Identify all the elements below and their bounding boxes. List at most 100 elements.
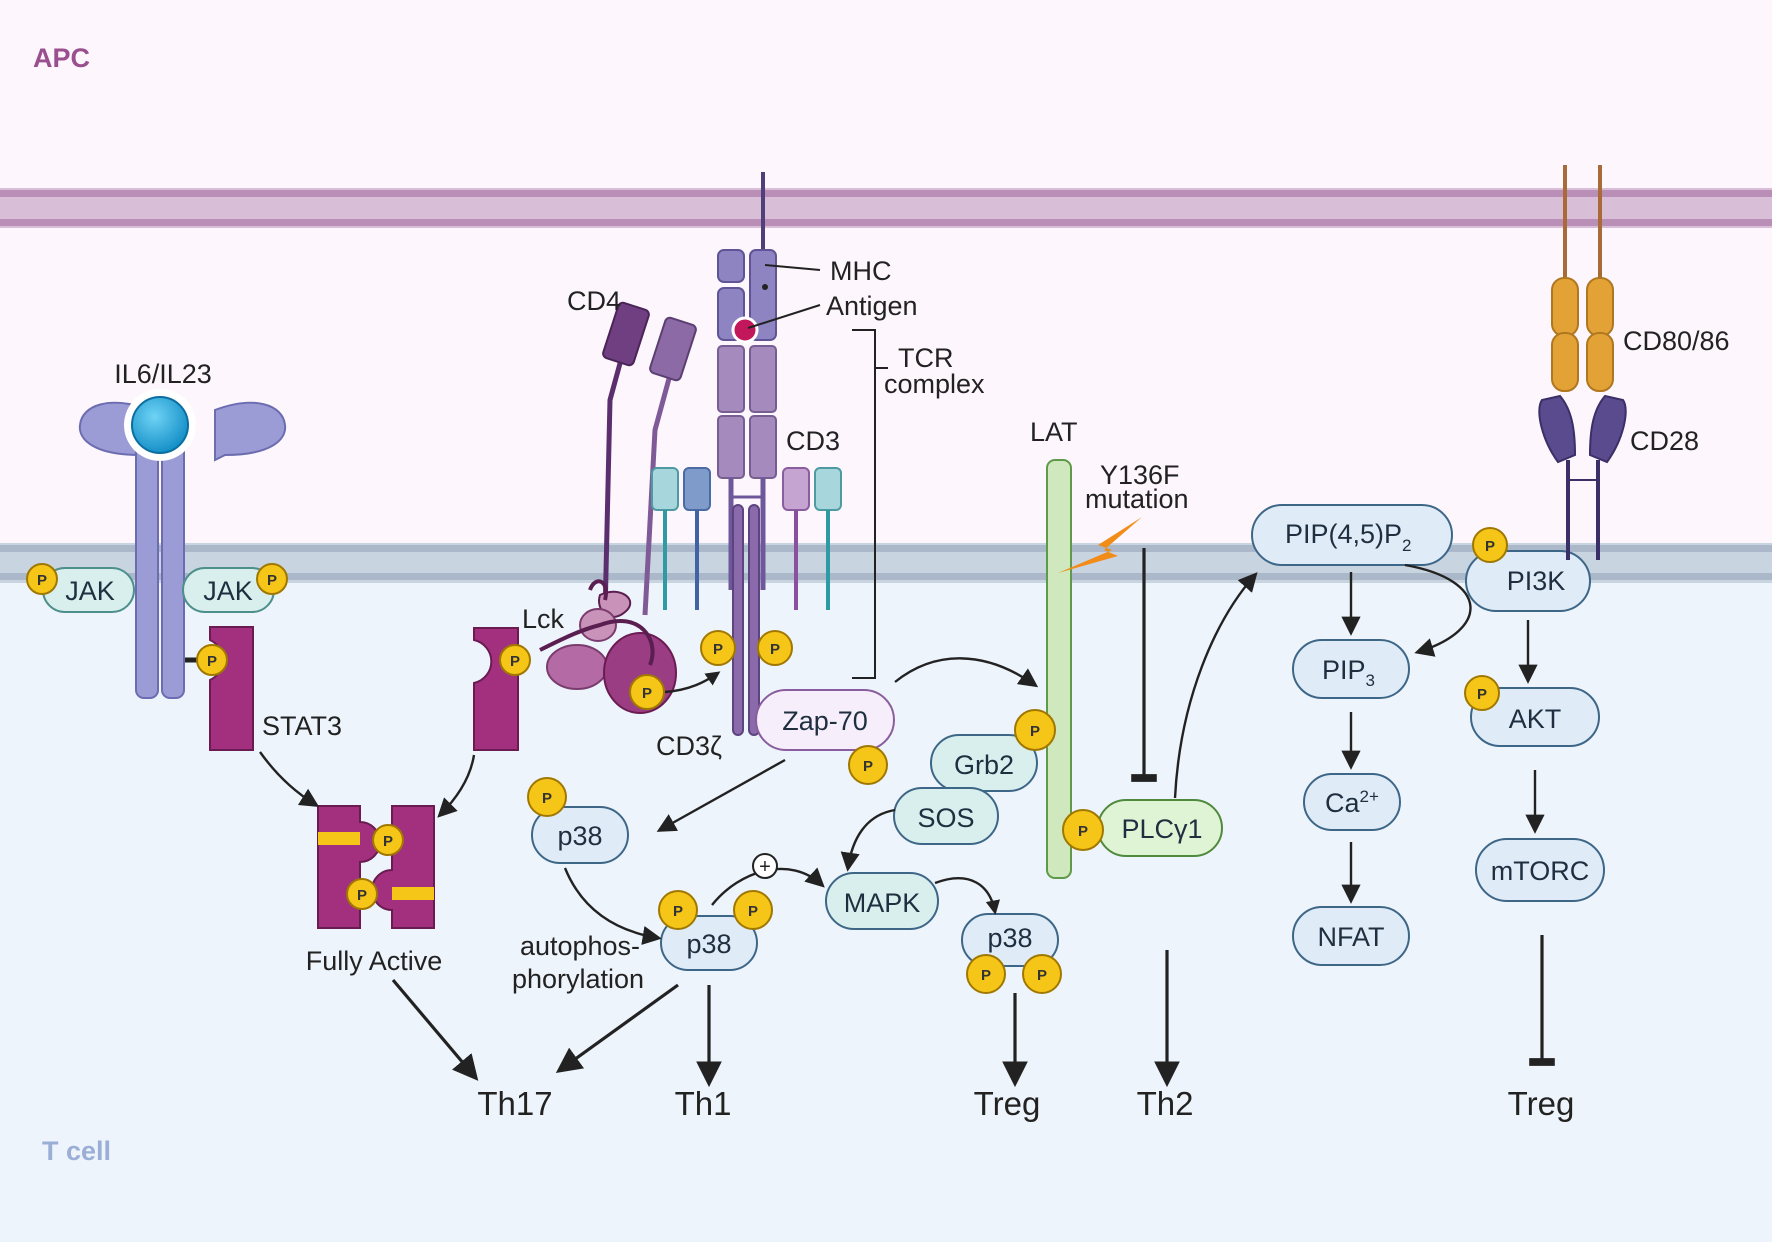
autophos-label-line1: autophos- [520,931,640,961]
svg-text:P: P [981,967,991,984]
svg-text:P: P [1037,967,1047,984]
phospho-lat: P [1014,709,1056,751]
svg-text:P: P [1030,723,1040,740]
fully-active-label: Fully Active [306,946,443,976]
mutation-label-line1: Y136F [1100,460,1180,490]
plcg1-label: PLCγ1 [1121,814,1202,844]
phospho-pi3k: P [1472,527,1508,563]
antigen-dot [731,316,759,344]
svg-text:P: P [713,641,723,658]
cd4-label: CD4 [567,286,621,316]
phospho-stat3-lck: P [499,644,531,676]
phospho-p38-b-left: P [658,890,698,930]
outcome-th17: Th17 [477,1085,552,1122]
tcr-label-line1: TCR [898,343,954,373]
svg-text:P: P [37,572,47,589]
sos-label: SOS [917,803,974,833]
phospho-cd3z-left: P [700,630,736,666]
svg-text:P: P [383,833,393,850]
stat3-dimer [317,805,435,929]
autophos-label-line2: phorylation [512,964,644,994]
cd3-subunits [651,467,842,610]
cd3-zeta-chain [732,504,760,736]
svg-text:P: P [1078,823,1088,840]
il6-il23-receptor [78,389,287,699]
lat-label: LAT [1030,417,1078,447]
svg-text:P: P [770,641,780,658]
pip3-main: PIP [1322,655,1366,685]
jak-left-label: JAK [65,576,115,606]
tcr-complex [717,345,777,590]
phospho-plcg1: P [1062,809,1104,851]
cd4-coreceptor [602,301,697,616]
mutation-label-line2: mutation [1085,484,1189,514]
p38-b-label: p38 [686,929,731,959]
outcome-treg-mtorc: Treg [1508,1085,1575,1122]
phosphate-groups: P P P P P P P P P P P P P P P P P P P [26,527,1508,994]
svg-text:P: P [510,653,520,670]
grb2-label: Grb2 [954,750,1014,780]
phospho-dimer-bottom: P [346,878,378,910]
mapk-label: MAPK [844,888,921,918]
pip2-sub: 2 [1402,536,1411,555]
svg-text:P: P [673,903,683,920]
plus-icon: + [752,853,778,879]
cd80-86-label: CD80/86 [1623,326,1730,356]
phospho-dimer-top: P [372,824,404,856]
phospho-akt: P [1464,675,1500,711]
lck-kinase [539,579,677,714]
mapk-pill [825,872,939,930]
cd28-label: CD28 [1630,426,1699,456]
phospho-zap70: P [848,745,888,785]
phospho-p38-a: P [527,777,567,817]
jak-right-label: JAK [203,576,253,606]
ca-text: Ca2+ [1325,787,1379,818]
nfat-pill [1292,906,1410,966]
svg-text:+: + [759,856,771,878]
lat-adaptor [1046,459,1072,879]
pip3-sub: 3 [1366,671,1375,690]
pathway-arrows [259,548,1555,1088]
tcr-bracket [852,329,876,679]
pip3-pill [1292,639,1410,699]
svg-text:P: P [542,790,552,807]
phospho-jak-right: P [256,563,288,595]
apc-label: APC [33,43,90,73]
phospho-p38-c-right: P [1022,954,1062,994]
phospho-p38-b-right: P [733,890,773,930]
svg-text:P: P [642,685,652,702]
zap70-pill [755,689,895,751]
svg-text:P: P [357,887,367,904]
cd3-label: CD3 [786,426,840,456]
antigen-label: Antigen [826,291,918,321]
svg-text:P: P [1485,538,1495,555]
svg-text:P: P [1477,686,1487,703]
phospho-lck: P [629,674,665,710]
ca-main: Ca [1325,788,1360,818]
pi3k-pill [1465,550,1591,612]
ca-pill [1303,773,1401,831]
tcell-label: T cell [42,1136,111,1166]
tcr-label-line2: complex [884,369,985,399]
p38-c-label: p38 [987,923,1032,953]
cd80-86-ligand [1551,165,1614,392]
svg-text:P: P [207,653,217,670]
pip3-text: PIP3 [1322,655,1375,690]
lightning-icon [1058,517,1142,573]
p38-a-label: p38 [557,821,602,851]
mtorc-label: mTORC [1491,856,1590,886]
sos-pill [893,787,999,845]
mtorc-pill [1475,838,1605,902]
outcome-th1: Th1 [675,1085,732,1122]
phospho-cd3z-right: P [757,630,793,666]
stat3-label: STAT3 [262,711,342,741]
pi3k-label: PI3K [1507,566,1566,596]
apc-membrane [0,188,1772,228]
cd28-receptor [1538,394,1627,560]
lck-label: Lck [522,604,565,634]
cd3zeta-label: CD3ζ [656,731,722,761]
il6-il23-label: IL6/IL23 [114,359,212,389]
p38-c-pill [961,913,1059,967]
